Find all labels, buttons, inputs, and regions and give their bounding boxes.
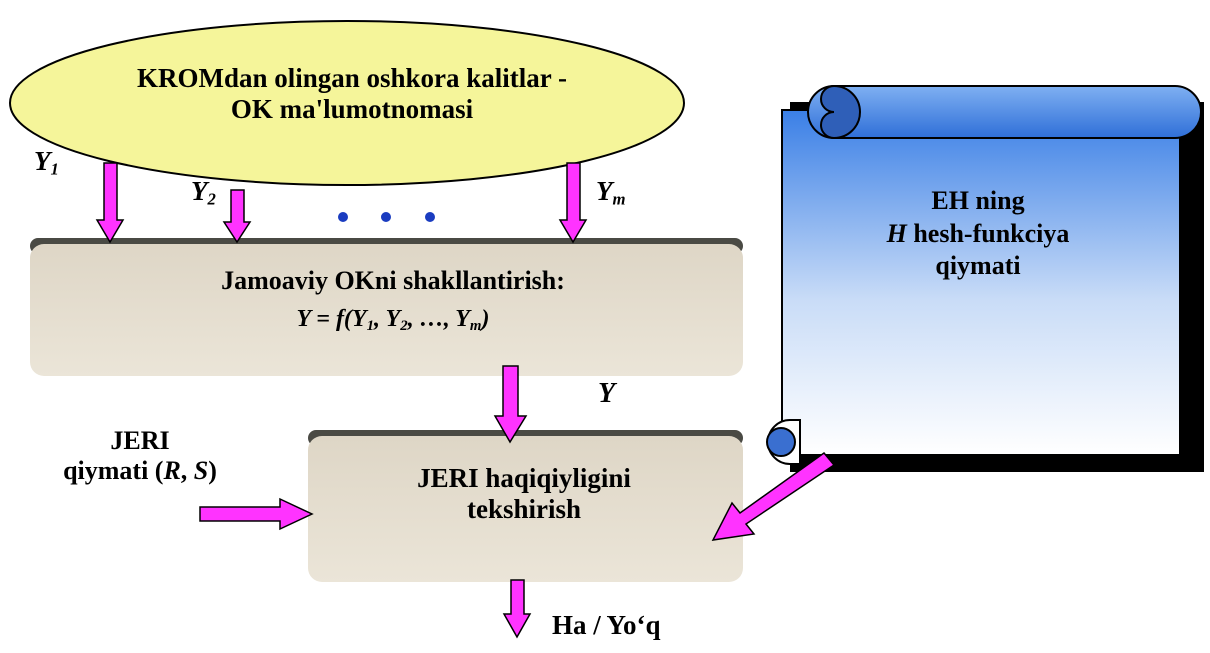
source-label: KROMdan olingan oshkora kalitlar - OK ma… — [137, 63, 567, 125]
input-label-y2: Y2 — [191, 176, 216, 209]
input-label-y1: Y1 — [34, 146, 59, 179]
source-label-line2: OK ma'lumotnomasi — [230, 94, 474, 125]
ym-base: Y — [596, 176, 613, 206]
formula-mid1: , Y — [374, 306, 401, 332]
arrow-y2 — [222, 189, 252, 244]
arrow-hash-to-verify — [711, 451, 836, 541]
arrow-result — [502, 579, 532, 639]
formula-mid2: , …, Y — [407, 306, 470, 332]
arrow-y1 — [95, 162, 125, 244]
formula-sub1: 1 — [366, 318, 375, 335]
hash-label-line2: H hesh-funkciya — [887, 218, 1070, 251]
verify-label-line2: tekshirish — [466, 494, 582, 525]
input-label-ym: Ym — [596, 176, 626, 209]
formula-subm: m — [469, 318, 482, 335]
arrow-jeri-input — [199, 497, 314, 531]
hash-label-rest: hesh-funkciya — [906, 218, 1070, 248]
jeri-label-post: ) — [208, 455, 217, 485]
hash-scroll — [766, 84, 1204, 472]
combine-box-body — [30, 244, 743, 376]
dot — [338, 212, 348, 222]
hash-label-h: H — [886, 218, 907, 248]
combine-formula: Y = f(Y1, Y2, …, Ym) — [296, 306, 489, 334]
jeri-label-line2: qiymati (R, S) — [22, 456, 258, 486]
verify-label: JERI haqiqiyligini tekshirish — [417, 463, 631, 525]
jeri-label-sep: , — [180, 455, 194, 485]
y2-base: Y — [191, 176, 208, 206]
verify-box-body — [308, 436, 743, 582]
jeri-label-s: S — [193, 455, 209, 485]
jeri-label-r: R — [163, 455, 181, 485]
combine-box — [30, 238, 743, 376]
jeri-label: JERI qiymati (R, S) — [22, 426, 258, 486]
jeri-label-pre: qiymati ( — [63, 455, 164, 485]
dot — [381, 212, 391, 222]
output-key-label: Y — [598, 378, 616, 409]
source-ellipse — [9, 20, 685, 186]
combine-title: Jamoaviy OKni shakllantirish: — [221, 266, 565, 295]
source-label-line1: KROMdan olingan oshkora kalitlar - — [136, 63, 568, 93]
hash-label-line3: qiymati — [935, 251, 1021, 280]
formula-sub2: 2 — [400, 318, 408, 335]
hash-label-line1: EH ning — [931, 186, 1025, 215]
formula-pre: Y = f(Y — [296, 306, 367, 332]
jeri-label-line1: JERI — [110, 426, 170, 455]
y1-base: Y — [34, 146, 51, 176]
scroll-body — [781, 109, 1181, 456]
y2-sub: 2 — [207, 189, 216, 209]
ym-sub: m — [612, 189, 626, 209]
formula-post: ) — [481, 306, 490, 332]
verify-box — [308, 430, 743, 582]
dot — [425, 212, 435, 222]
hash-label: EH ning H hesh-funkciya qiymati — [887, 185, 1070, 283]
ellipsis-dots — [338, 212, 435, 222]
scroll-bottom-roll — [766, 427, 796, 457]
verify-label-line1: JERI haqiqiyligini — [417, 463, 631, 493]
scroll-top-roll — [807, 85, 1202, 139]
scroll-top-curl — [820, 84, 861, 140]
result-label: Ha / Yo‘q — [552, 610, 661, 640]
y1-sub: 1 — [50, 159, 59, 179]
arrow-ym — [558, 162, 588, 244]
arrow-y-output — [493, 365, 528, 444]
